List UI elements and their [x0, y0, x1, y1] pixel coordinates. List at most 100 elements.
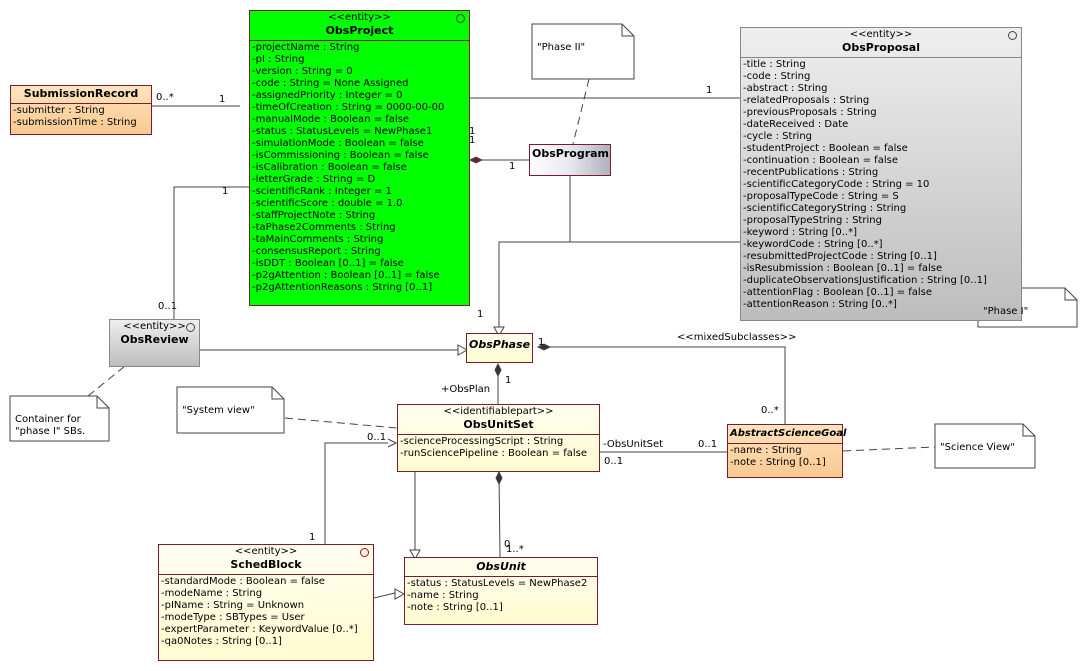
note-science-view: "Science View" — [936, 438, 1032, 458]
multiplicity-label: 1 — [706, 85, 713, 96]
note-container: Container for "phase I" SBs. — [11, 410, 107, 442]
class-obs-proposal[interactable]: <<entity>> ObsProposal -title : String -… — [740, 27, 1022, 321]
class-obs-phase[interactable]: ObsPhase — [466, 333, 533, 363]
class-submission-record[interactable]: SubmissionRecord -submitter : String -su… — [10, 85, 152, 135]
attribute: -abstract : String — [743, 83, 828, 94]
class-name: SchedBlock — [230, 558, 302, 571]
attribute: -note : String [0..1] — [730, 457, 826, 468]
attribute: -scienceProcessingScript : String — [400, 436, 564, 447]
note-link-phase-ii — [572, 78, 590, 145]
note-text: "Phase I" — [983, 306, 1029, 317]
attribute: -proposalTypeCode : String = S — [743, 191, 899, 202]
multiplicity-label: 1 — [309, 532, 316, 543]
stereotype: <<entity>> — [123, 321, 186, 332]
arrowhead-unitset-unit — [409, 549, 421, 561]
attribute: -timeOfCreation : String = 0000-00-00 — [252, 102, 445, 113]
class-sched-block[interactable]: <<entity>> SchedBlock -standardMode : Bo… — [158, 544, 374, 661]
role-label: +ObsPlan — [441, 384, 491, 395]
attribute: -qa0Notes : String [0..1] — [161, 636, 282, 647]
note-link-system — [284, 417, 398, 429]
attribute: -resubmittedProjectCode : String [0..1] — [743, 251, 937, 262]
arrowhead-sb-unit — [394, 588, 406, 600]
diamond-project-program — [468, 156, 484, 164]
arrowhead-program-phase — [493, 326, 505, 338]
diamond-unitset-unit — [495, 470, 503, 486]
class-name: ObsReview — [120, 333, 189, 346]
class-obs-unit[interactable]: ObsUnit -status : StatusLevels = NewPhas… — [404, 557, 598, 625]
attribute: -submissionTime : String — [13, 117, 137, 128]
attribute-list: -title : String -code : String -abstract… — [741, 58, 1021, 312]
note-shape-science — [934, 423, 1036, 469]
multiplicity-label: 0..1 — [604, 456, 624, 467]
class-abstract-science-goal[interactable]: AbstractScienceGoal -name : String -note… — [727, 424, 846, 478]
multiplicity-label: 0..1 — [698, 439, 718, 450]
attribute: -studentProject : Boolean = false — [743, 143, 908, 154]
note-link-container — [87, 365, 126, 397]
comp-unitset-unit — [498, 471, 501, 558]
multiplicity-label: 1 — [509, 161, 516, 172]
multiplicity-label: 1 — [469, 126, 476, 137]
attribute: -projectName : String — [252, 42, 360, 53]
attribute: -assignedPriority : Integer = 0 — [252, 90, 403, 101]
assoc-sb-unitset — [324, 442, 388, 544]
note-phase-ii: "Phase II" — [533, 38, 621, 58]
attribute: -version : String = 0 — [252, 66, 353, 77]
note-system-view: "System view" — [178, 401, 278, 421]
multiplicity-label: 0..1 — [158, 301, 178, 312]
attribute: -note : String [0..1] — [407, 602, 503, 613]
attribute: -isCalibration : Boolean = false — [252, 162, 407, 173]
multiplicity-label: 1 — [219, 94, 226, 105]
note-link-science — [842, 446, 936, 452]
multiplicity-label: 0..* — [156, 92, 174, 103]
attribute-list: -projectName : String -pI : String -vers… — [250, 41, 469, 295]
arrowhead-review-phase — [457, 344, 469, 356]
attribute: -code : String — [743, 71, 811, 82]
attribute: -taPhase2Comments : String — [252, 222, 396, 233]
attribute: -isCommissioning : Boolean = false — [252, 150, 429, 161]
attribute: -modeName : String — [161, 588, 263, 599]
class-name: ObsProposal — [842, 41, 920, 54]
attribute: -dateReceived : Date — [743, 119, 849, 130]
class-obs-unit-set[interactable]: <<identifiablepart>> ObsUnitSet -science… — [397, 404, 600, 472]
attribute: -name : String — [407, 590, 479, 601]
class-obs-program[interactable]: ObsProgram — [529, 144, 611, 176]
stereotype: <<entity>> — [328, 12, 391, 23]
attribute: -runSciencePipeline : Boolean = false — [400, 448, 588, 459]
note-text: "System view" — [182, 405, 255, 416]
attribute: -scientificCategoryString : String — [743, 203, 907, 214]
stereotype: <<entity>> — [849, 29, 913, 40]
attribute: -p2gAttentionReasons : String [0..1] — [252, 282, 433, 293]
attribute-list: -scienceProcessingScript : String -runSc… — [398, 435, 599, 461]
assoc-project-review — [173, 186, 249, 319]
attribute: -previousProposals : String — [743, 107, 877, 118]
entity-icon — [456, 14, 465, 23]
arrowhead-sb-unitset — [387, 438, 398, 448]
note-text: Container for "phase I" SBs. — [15, 414, 86, 437]
attribute: -modeType : SBTypes = User — [161, 612, 305, 623]
attribute: -relatedProposals : String — [743, 95, 870, 106]
gen-program-phase — [498, 176, 571, 330]
attribute: -proposalTypeString : String — [743, 215, 882, 226]
attribute: -staffProjectNote : String — [252, 210, 376, 221]
class-obs-review[interactable]: <<entity>> ObsReview — [109, 319, 200, 367]
class-name: ObsUnit — [476, 560, 526, 573]
attribute: -name : String — [730, 445, 802, 456]
dep-goal-phase — [548, 346, 786, 424]
attribute: -isDDT : Boolean [0..1] = false — [252, 258, 404, 269]
attribute: -recentPublications : String — [743, 167, 879, 178]
class-obs-project[interactable]: <<entity>> ObsProject -projectName : Str… — [249, 10, 470, 306]
note-text: "Science View" — [940, 442, 1015, 453]
multiplicity-label: 1 — [469, 135, 476, 146]
attribute: -standardMode : Boolean = false — [161, 576, 325, 587]
attribute: -manualMode : Boolean = false — [252, 114, 410, 125]
attribute: -status : StatusLevels = NewPhase2 — [407, 578, 588, 589]
attribute: -letterGrade : String = D — [252, 174, 376, 185]
note-phase-i: "Phase I" — [979, 302, 1065, 322]
attribute: -consensusReport : String — [252, 246, 381, 257]
attribute: -status : StatusLevels = NewPhase1 — [252, 126, 433, 137]
entity-icon — [1008, 31, 1017, 40]
attribute: -code : String = None Assigned — [252, 78, 409, 89]
class-name: ObsPhase — [469, 338, 531, 351]
class-name: ObsProject — [325, 24, 394, 37]
stereotype-label: <<mixedSubclasses>> — [677, 332, 797, 343]
